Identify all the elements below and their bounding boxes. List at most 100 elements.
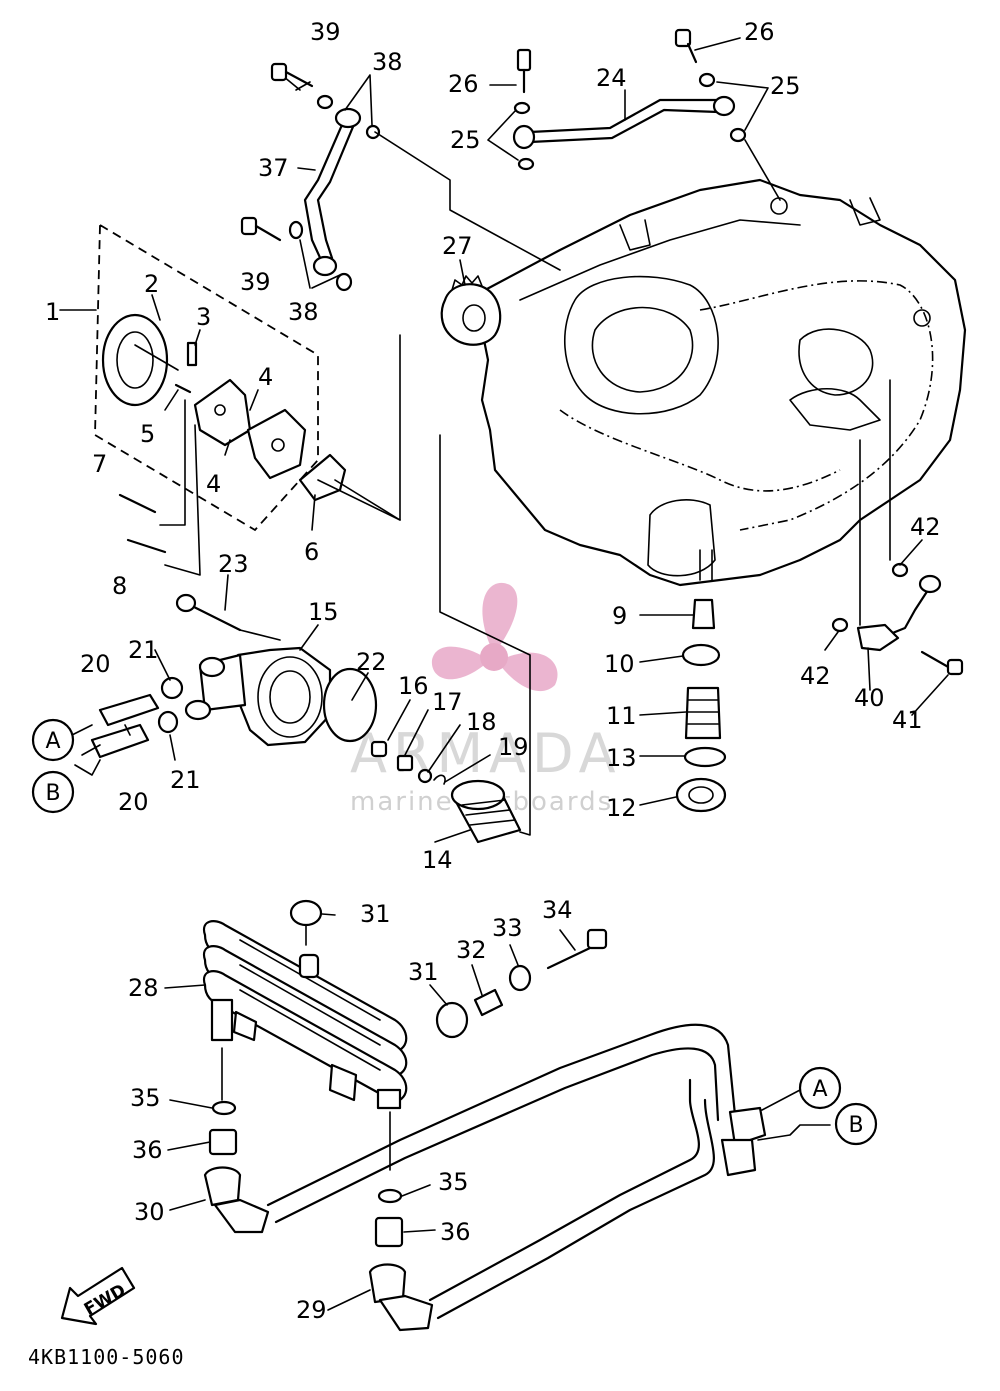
strainer-parts bbox=[675, 598, 727, 813]
oil-pump-gasket bbox=[298, 453, 347, 502]
oil-pump-pin bbox=[186, 341, 198, 367]
callout-35a: 35 bbox=[130, 1084, 161, 1112]
oil-cooler bbox=[202, 920, 408, 1110]
callout-23: 23 bbox=[218, 550, 249, 578]
hose-joint-29 bbox=[368, 1263, 434, 1332]
callout-1: 1 bbox=[45, 298, 60, 326]
callout-26a: 26 bbox=[744, 18, 775, 46]
callout-16: 16 bbox=[398, 672, 429, 700]
callout-42a: 42 bbox=[910, 513, 941, 541]
callout-9: 9 bbox=[612, 602, 627, 630]
callout-42b: 42 bbox=[800, 662, 831, 690]
callout-32: 32 bbox=[456, 936, 487, 964]
grommet-31 bbox=[435, 1001, 469, 1039]
callout-25a: 25 bbox=[770, 72, 801, 100]
strainer-11 bbox=[684, 686, 722, 740]
connector-b-left: B bbox=[31, 770, 75, 814]
oil-filter-element bbox=[450, 779, 522, 844]
callout-29: 29 bbox=[296, 1296, 327, 1324]
callout-27: 27 bbox=[442, 232, 473, 260]
callout-38a: 38 bbox=[372, 48, 403, 76]
oil-pump-cover bbox=[246, 408, 307, 480]
connector-b-right: B bbox=[834, 1102, 878, 1146]
hose-fittings-20 bbox=[90, 676, 184, 759]
callout-25b: 25 bbox=[450, 126, 481, 154]
callout-3: 3 bbox=[196, 303, 211, 331]
callout-4a: 4 bbox=[258, 363, 273, 391]
callout-31b: 31 bbox=[408, 958, 439, 986]
callout-26b: 26 bbox=[448, 70, 479, 98]
part-9 bbox=[691, 598, 716, 630]
callout-37: 37 bbox=[258, 154, 289, 182]
connector-a-left: A bbox=[31, 718, 75, 762]
o-ring-35b bbox=[377, 1188, 403, 1204]
callout-13: 13 bbox=[606, 744, 637, 772]
svg-text:B: B bbox=[45, 781, 60, 806]
callout-33: 33 bbox=[492, 914, 523, 942]
o-ring-22 bbox=[322, 667, 378, 743]
leader-lines bbox=[59, 37, 949, 1311]
collar-32 bbox=[473, 988, 504, 1017]
callout-36b: 36 bbox=[440, 1218, 471, 1246]
cooler-hoses bbox=[266, 1023, 767, 1320]
callout-24: 24 bbox=[596, 64, 627, 92]
callout-30: 30 bbox=[134, 1198, 165, 1226]
screw-7 bbox=[118, 493, 157, 514]
callout-28: 28 bbox=[128, 974, 159, 1002]
callout-39a: 39 bbox=[310, 18, 341, 46]
callout-12: 12 bbox=[606, 794, 637, 822]
callout-35b: 35 bbox=[438, 1168, 469, 1196]
svg-text:A: A bbox=[45, 729, 60, 754]
callout-36a: 36 bbox=[132, 1136, 163, 1164]
oil-pump-drive-gear bbox=[440, 275, 502, 346]
callout-14: 14 bbox=[422, 846, 453, 874]
callout-22: 22 bbox=[356, 648, 387, 676]
callout-15: 15 bbox=[308, 598, 339, 626]
callout-5: 5 bbox=[140, 420, 155, 448]
o-ring-35 bbox=[211, 1100, 237, 1116]
callout-34: 34 bbox=[542, 896, 573, 924]
callout-21b: 21 bbox=[170, 766, 201, 794]
oil-pipe-24 bbox=[512, 28, 747, 171]
callout-38b: 38 bbox=[288, 298, 319, 326]
oil-pump-group bbox=[94, 223, 347, 576]
spring-17 bbox=[396, 754, 414, 772]
screw-8 bbox=[126, 538, 167, 554]
callout-20b: 20 bbox=[118, 788, 149, 816]
grommet-31-top bbox=[289, 899, 323, 927]
washer-33 bbox=[508, 964, 532, 992]
callout-8: 8 bbox=[112, 572, 127, 600]
callout-39b: 39 bbox=[240, 268, 271, 296]
callout-31a: 31 bbox=[360, 900, 391, 928]
oil-pump-rotor bbox=[101, 313, 179, 407]
callout-18: 18 bbox=[466, 708, 497, 736]
connector-a-right: A bbox=[798, 1066, 842, 1110]
callouts: 1 2 3 4 4 5 6 7 8 9 10 11 13 12 14 15 16… bbox=[45, 18, 941, 1324]
collar-36b bbox=[374, 1216, 404, 1248]
oil-pipe-40 bbox=[831, 379, 964, 676]
plug-10 bbox=[681, 643, 721, 667]
callout-19: 19 bbox=[498, 733, 529, 761]
callout-4b: 4 bbox=[206, 470, 221, 498]
callout-17: 17 bbox=[432, 688, 463, 716]
washer-18 bbox=[417, 768, 433, 784]
watermark-title: ARMADA bbox=[350, 722, 622, 785]
collar-36 bbox=[208, 1128, 238, 1156]
crankcase bbox=[480, 178, 967, 587]
drain-plug-12 bbox=[675, 777, 727, 813]
bolt-34 bbox=[546, 946, 592, 970]
svg-text:A: A bbox=[812, 1077, 827, 1102]
propeller-logo-icon bbox=[431, 582, 558, 692]
oil-pump-housing bbox=[193, 378, 252, 447]
o-ring-13 bbox=[683, 746, 727, 768]
part-code: 4KB1100-5060 bbox=[28, 1345, 185, 1369]
callout-21a: 21 bbox=[128, 636, 159, 664]
callout-6: 6 bbox=[304, 538, 319, 566]
callout-20a: 20 bbox=[80, 650, 111, 678]
callout-40: 40 bbox=[854, 684, 885, 712]
oil-filter-cover bbox=[175, 593, 332, 747]
callout-2: 2 bbox=[144, 270, 159, 298]
hose-joint-30 bbox=[203, 1166, 270, 1234]
callout-11: 11 bbox=[606, 702, 637, 730]
